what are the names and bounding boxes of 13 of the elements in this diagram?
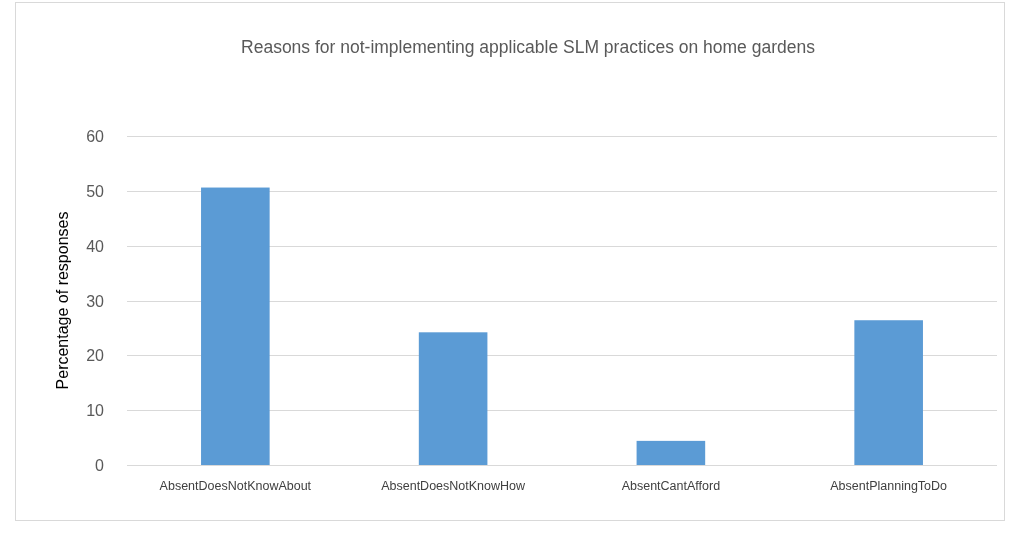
category-label: AbsentDoesNotKnowHow xyxy=(381,479,526,493)
chart-title: Reasons for not-implementing applicable SLM practices on home gardens xyxy=(241,37,815,57)
tick-label: 50 xyxy=(86,182,104,200)
category-label: AbsentCantAfford xyxy=(621,479,721,493)
category-label: AbsentPlanningToDo xyxy=(830,479,948,493)
tick-label: 40 xyxy=(86,237,104,255)
tick-label: 30 xyxy=(86,292,104,310)
tick-label: 60 xyxy=(86,128,104,145)
tick-label: 20 xyxy=(86,347,104,365)
tick-label: 10 xyxy=(86,402,104,420)
category-label: AbsentDoesNotKnowAbout xyxy=(159,479,312,493)
tick-label: 0 xyxy=(95,457,104,474)
axis-title: Percentage of responses xyxy=(54,211,71,390)
